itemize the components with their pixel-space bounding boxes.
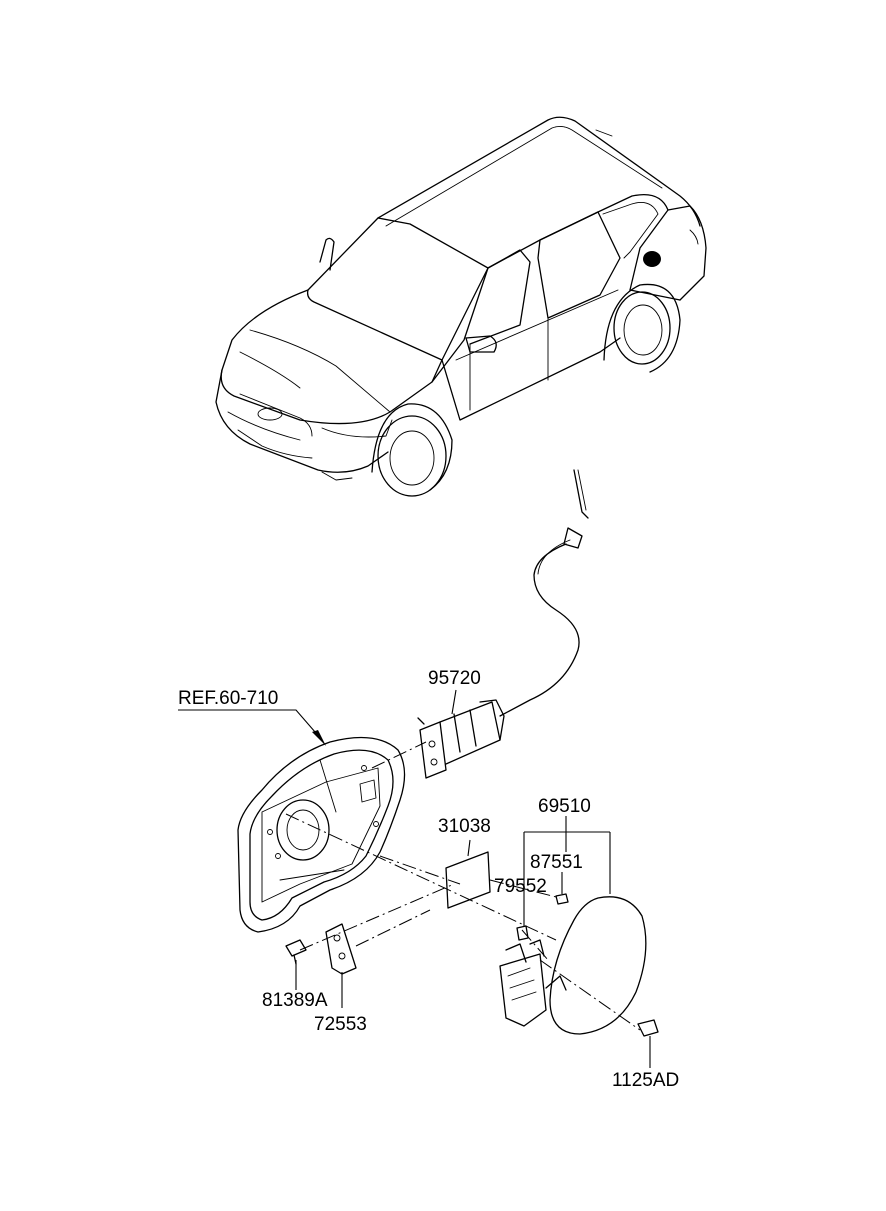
label-87551: 87551 (530, 852, 583, 873)
bracket-72553 (325, 923, 357, 975)
label-81389A: 81389A (262, 990, 328, 1011)
bumper-87551 (555, 893, 569, 905)
vehicle-illustration (215, 116, 707, 497)
screw-1125AD (637, 1019, 659, 1037)
release-cable (499, 469, 589, 717)
actuator-95720 (417, 699, 505, 779)
clip-79552 (516, 925, 529, 941)
label-1125AD: 1125AD (612, 1070, 679, 1091)
front-wheel (371, 403, 453, 497)
rear-wheel (603, 283, 681, 373)
label-72553: 72553 (314, 1014, 367, 1035)
label-69510: 69510 (538, 796, 591, 817)
assembly-lines (285, 741, 641, 1031)
filler-housing (237, 736, 406, 933)
label-ref-60-710: REF.60-710 (178, 688, 278, 709)
fuel-door-on-vehicle (643, 251, 661, 267)
fuel-door-69510 (549, 896, 647, 1035)
label-31038: 31038 (438, 816, 491, 837)
leader-lines (178, 689, 651, 1068)
label-79552: 79552 (494, 876, 547, 897)
pad-31038 (445, 851, 491, 909)
label-95720: 95720 (428, 668, 481, 689)
hinge-assembly (499, 939, 567, 1027)
part-labels: REF.60-710 95720 31038 69510 87551 79552… (178, 668, 679, 1091)
